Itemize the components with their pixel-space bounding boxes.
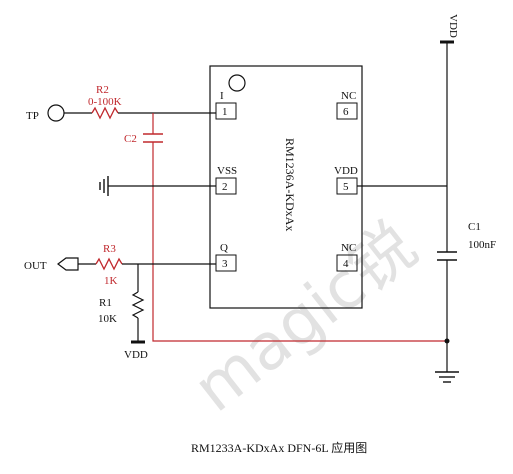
watermark: magic锐 [181,209,431,427]
pin-number-1: 1 [222,106,228,118]
pin-number-4: 4 [343,258,349,270]
ic-part-number: RM1236A-KDxAx [283,138,297,231]
r2-ref: R2 [96,84,109,96]
c1-ref: C1 [468,221,481,233]
pin-box-3 [215,254,237,272]
pin-box-1 [215,102,237,120]
junction-dot [444,338,450,344]
out-port-symbol [57,257,79,271]
c2-ref: C2 [124,133,137,145]
out-port-label: OUT [24,260,47,272]
resistor-r1 [131,291,145,319]
pin-label-5: VDD [334,165,358,177]
pin-box-6 [336,102,358,120]
r1-value: 10K [98,313,117,325]
ic-body [209,65,363,309]
ground-symbol-right [435,371,459,383]
r1-ref: R1 [99,297,112,309]
pin-label-2: VSS [217,165,237,177]
pin-label-1: I [220,90,224,102]
pin-label-4: NC [341,242,356,254]
ground-symbol-left [99,176,109,196]
pin-number-5: 5 [343,181,349,193]
r2-value: 0-100K [88,96,122,108]
r3-ref: R3 [103,243,116,255]
r3-value: 1K [104,275,118,287]
pin-box-4 [336,254,358,272]
tp-port-label: TP [26,110,39,122]
pin-number-3: 3 [222,258,228,270]
resistor-r3 [95,257,123,271]
c1-value: 100nF [468,239,496,251]
pin1-marker [228,74,246,92]
watermark-text: magic锐 [181,209,431,427]
pin-number-2: 2 [222,181,228,193]
pin-label-3: Q [220,242,228,254]
tp-port-symbol [47,104,65,122]
resistor-r2 [91,106,119,120]
wire-c2-ground-return [152,142,447,342]
pin-label-6: NC [341,90,356,102]
pin-number-6: 6 [343,106,349,118]
vdd-bottom-label: VDD [124,349,148,361]
diagram-caption: RM1233A-KDxAx DFN-6L 应用图 [191,440,367,455]
vdd-top-label: VDD [447,14,459,38]
